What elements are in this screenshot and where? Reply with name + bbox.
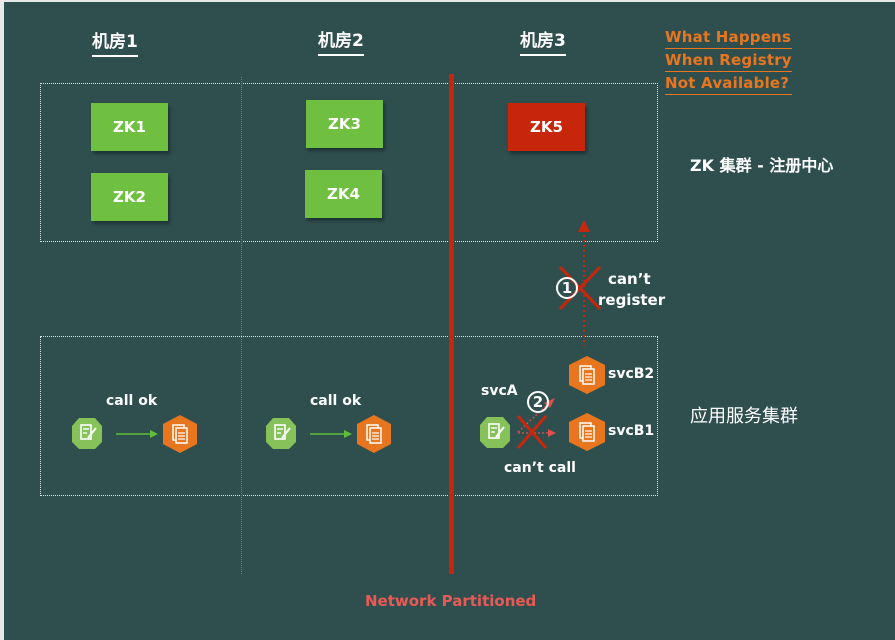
zk-cluster-label: ZK 集群 - 注册中心 — [690, 156, 834, 175]
consumer-icon — [266, 418, 296, 449]
network-partition-line — [449, 74, 454, 574]
svcA-label: svcA — [481, 383, 518, 399]
question-line-2: When Registry — [665, 49, 792, 72]
zk-node-4: ZK4 — [305, 170, 382, 218]
svcA-consumer-icon — [480, 417, 510, 448]
cant-register-line1: can’t — [608, 270, 651, 288]
cant-register-line2: register — [598, 291, 666, 309]
register-arrow — [578, 220, 590, 346]
svcB2-provider-icon — [569, 356, 605, 394]
room-3-call-flow — [480, 356, 605, 451]
failure-1-number: 1 — [556, 277, 578, 299]
network-partitioned-label: Network Partitioned — [365, 592, 537, 610]
room-2-call-flow — [266, 415, 391, 453]
zk-cluster-box — [40, 83, 658, 242]
zk-node-1: ZK1 — [91, 103, 168, 151]
svcB1-label: svcB1 — [608, 423, 655, 439]
zk-node-3: ZK3 — [306, 100, 383, 148]
question-line-1: What Happens — [665, 26, 792, 49]
room-2-call-ok-label: call ok — [310, 393, 362, 409]
app-cluster-label: 应用服务集群 — [690, 406, 798, 427]
room-2-title: 机房2 — [318, 31, 364, 56]
room-divider-line — [241, 77, 242, 574]
svcB2-label: svcB2 — [608, 366, 655, 382]
room-1-call-flow — [72, 415, 197, 453]
failure-1-marker — [558, 265, 602, 311]
diagram-canvas: 机房1 机房2 机房3 What Happens When Registry N… — [4, 2, 895, 640]
app-cluster-box — [40, 336, 658, 496]
question-heading: What Happens When Registry Not Available… — [665, 26, 792, 95]
room-1-title: 机房1 — [92, 32, 138, 57]
svcB1-provider-icon — [569, 413, 605, 451]
provider-icon — [163, 415, 197, 453]
zk-node-2: ZK2 — [91, 173, 168, 221]
cant-call-label: can’t call — [504, 460, 576, 476]
zk-node-5: ZK5 — [508, 103, 585, 151]
question-line-3: Not Available? — [665, 72, 792, 95]
room-1-call-ok-label: call ok — [106, 393, 158, 409]
room-3-title: 机房3 — [520, 31, 566, 56]
consumer-icon — [72, 418, 102, 449]
provider-icon — [357, 415, 391, 453]
failure-2-number: 2 — [527, 391, 549, 413]
